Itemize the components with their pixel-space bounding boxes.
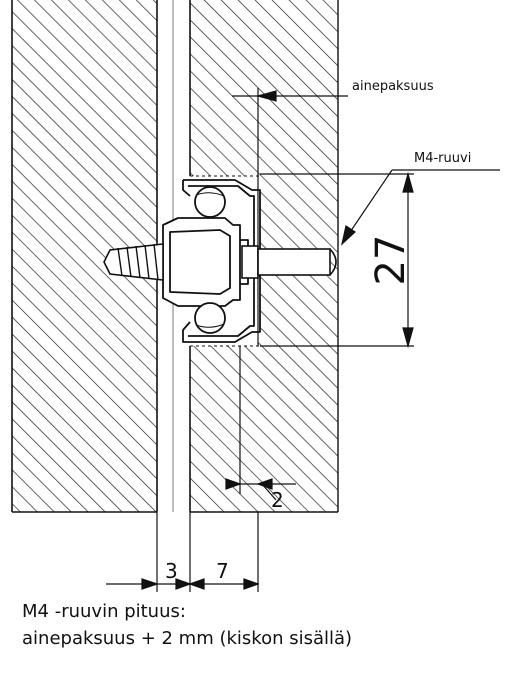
caption: M4 -ruuvin pituus: ainepaksuus + 2 mm (k… bbox=[22, 598, 492, 652]
upper-bearing bbox=[194, 186, 226, 218]
material-thickness-label: ainepaksuus bbox=[352, 79, 434, 94]
material-thickness-leader bbox=[232, 88, 348, 346]
screw-leader bbox=[340, 169, 500, 246]
height-dimension-label: 27 bbox=[368, 235, 414, 286]
offset-dimension bbox=[225, 346, 296, 501]
gap-dimension-label: 3 bbox=[165, 559, 178, 583]
thickness-dimension-label: 7 bbox=[216, 559, 229, 583]
drawer-slide-rail bbox=[162, 179, 261, 343]
m4-screw bbox=[241, 245, 337, 279]
ball-bearings bbox=[194, 186, 226, 334]
wood-screw bbox=[103, 243, 164, 281]
offset-dimension-label: 2 bbox=[271, 488, 284, 512]
lower-bearing bbox=[194, 302, 226, 334]
height-dimension bbox=[260, 171, 414, 349]
bottom-dimensions bbox=[106, 512, 260, 592]
caption-line-2: ainepaksuus + 2 mm (kiskon sisällä) bbox=[22, 628, 353, 649]
caption-line-1: M4 -ruuvin pituus: bbox=[22, 601, 186, 622]
screw-label: M4-ruuvi bbox=[414, 151, 471, 166]
